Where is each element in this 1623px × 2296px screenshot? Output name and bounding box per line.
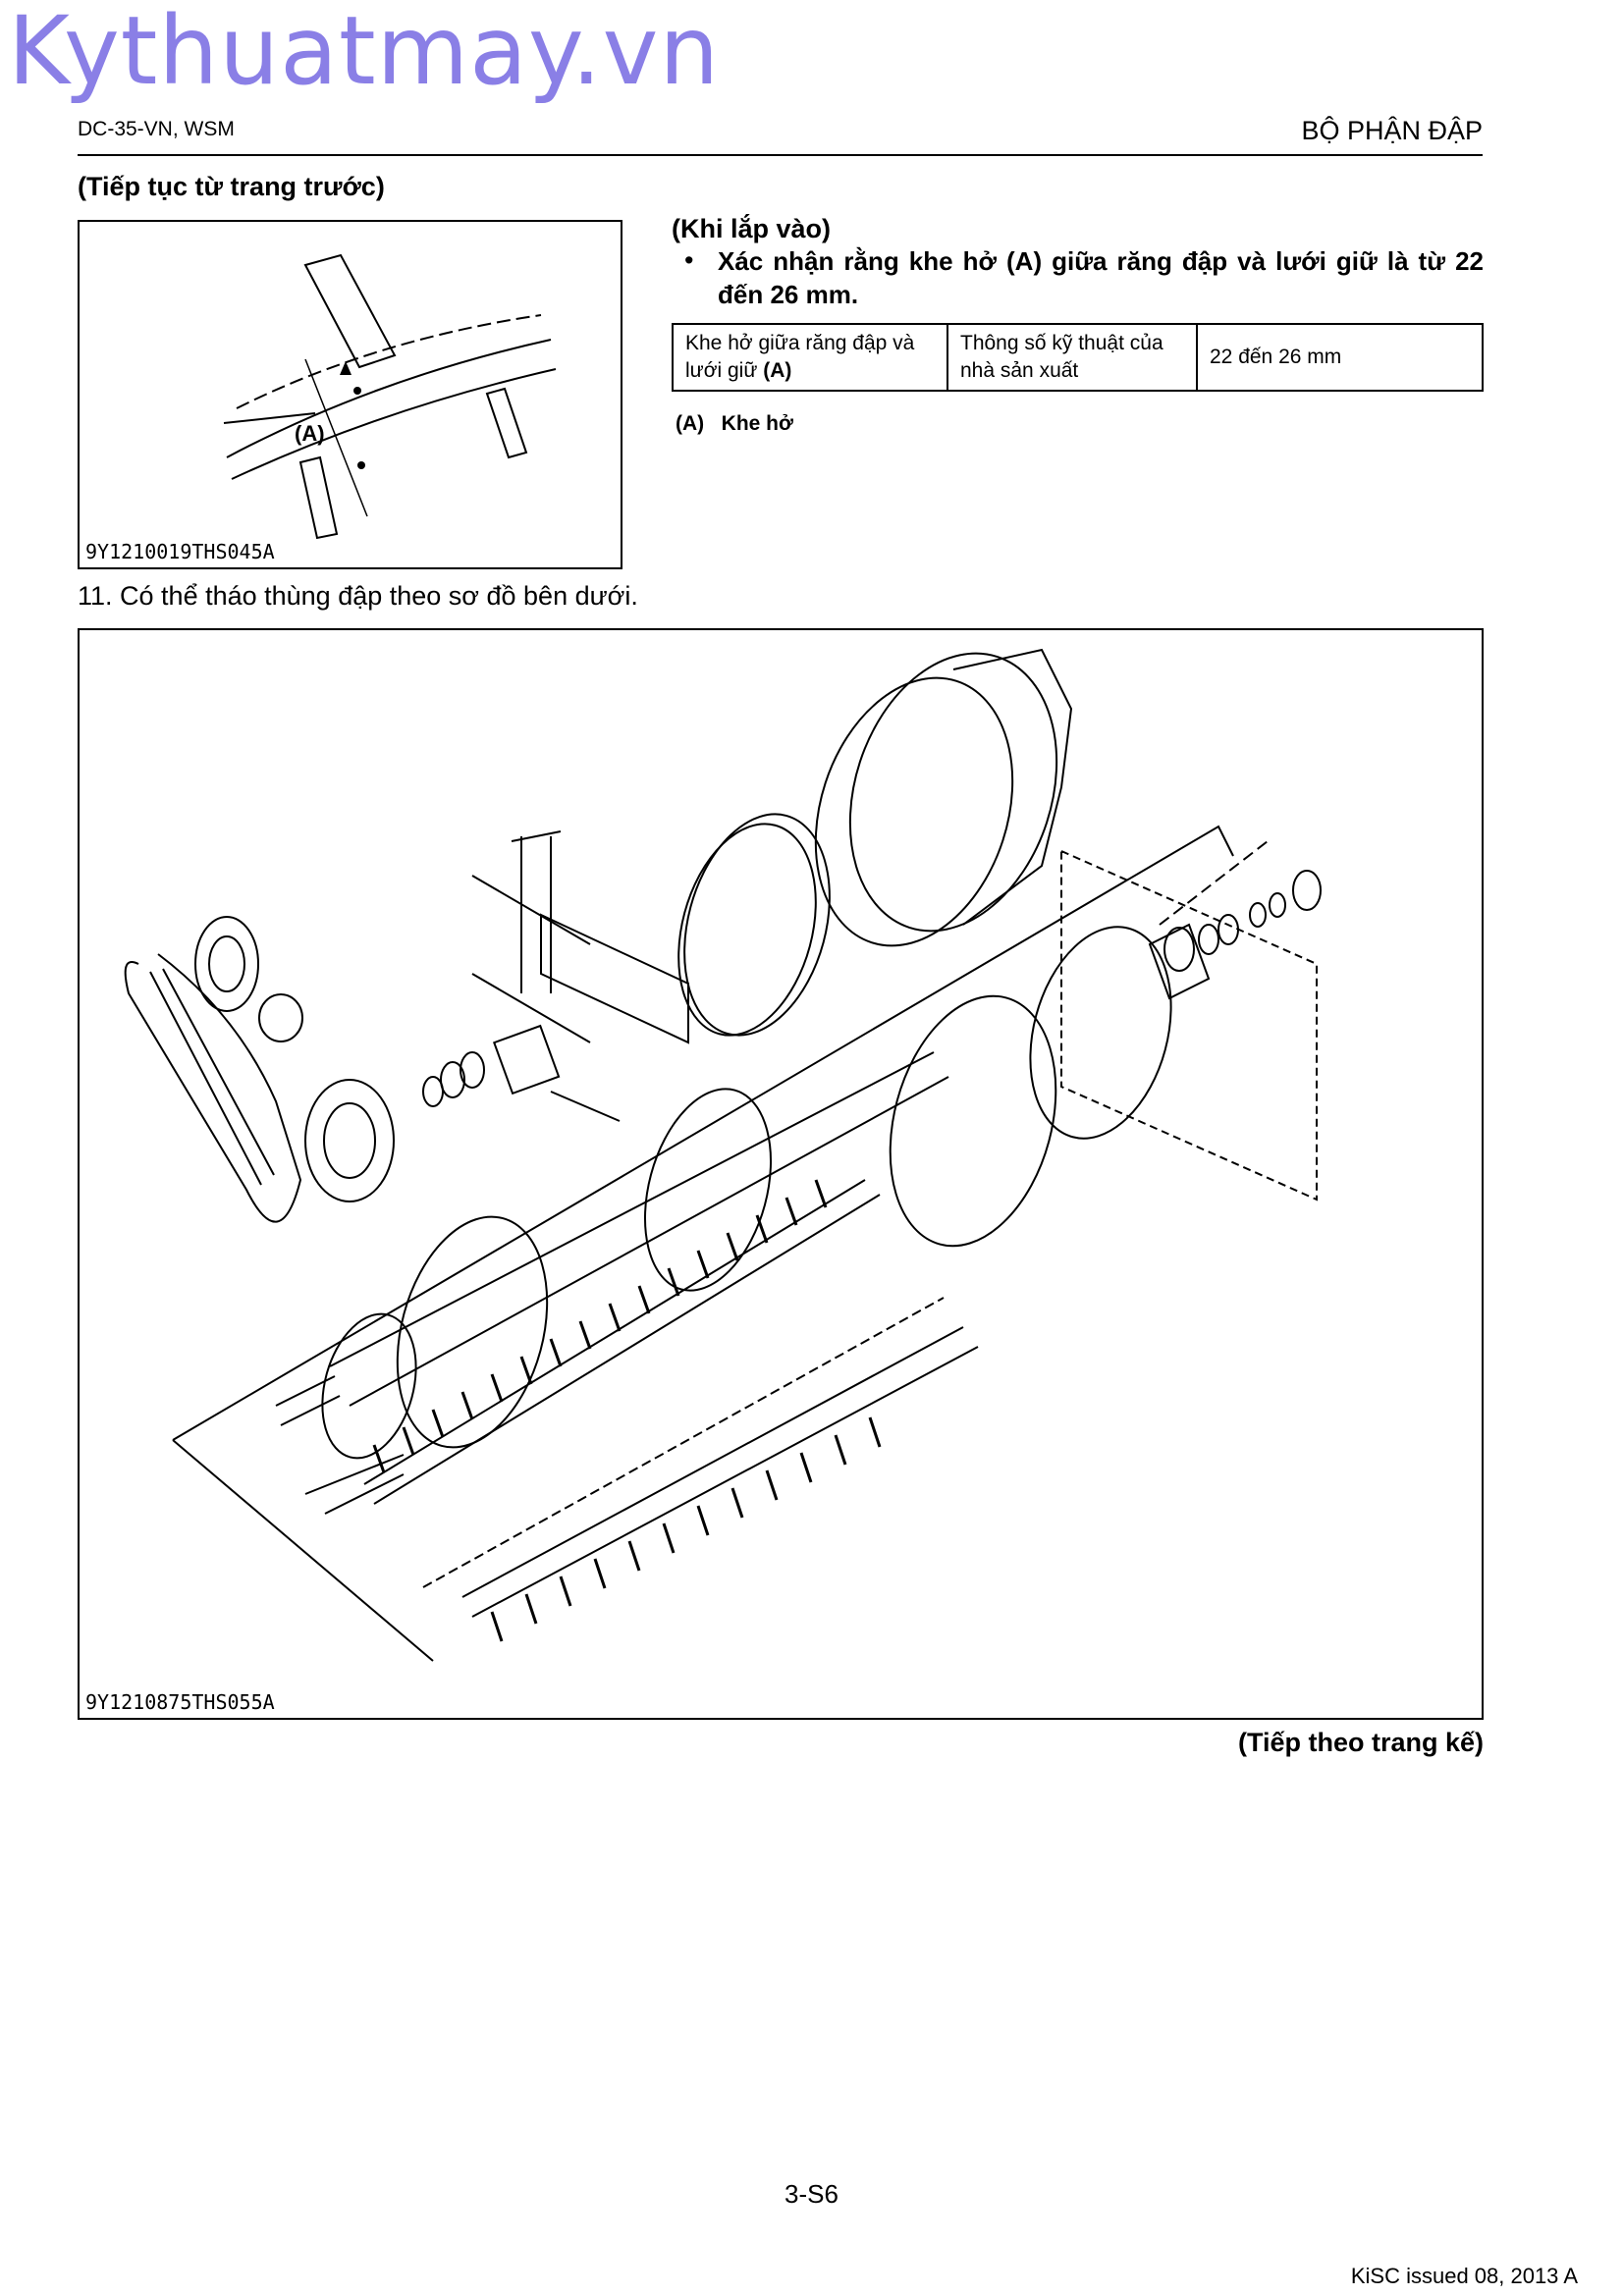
spec-type-cell: Thông số kỹ thuật của nhà sản xuất	[947, 323, 1198, 392]
header-rule	[78, 154, 1483, 156]
legend-a: (A) Khe hở	[676, 412, 793, 435]
spec-item-cell: Khe hở giữa răng đập và lưới giữ (A)	[672, 323, 948, 392]
bullet-symbol: •	[684, 245, 694, 275]
header-section-title: BỘ PHẬN ĐẬP	[1301, 116, 1483, 145]
install-instruction: Xác nhận rằng khe hở (A) giữa răng đập v…	[718, 246, 1484, 309]
continued-from-previous: (Tiếp tục từ trang trước)	[78, 172, 385, 201]
figure-code-2: 9Y1210875THS055A	[85, 1690, 275, 1714]
step-11: 11. Có thể tháo thùng đập theo sơ đồ bên…	[78, 581, 638, 611]
page-number: 3-S6	[784, 2179, 839, 2209]
figure-exploded-thresher: 9Y1210875THS055A	[78, 628, 1484, 1720]
continued-next-page: (Tiếp theo trang kế)	[1237, 1728, 1484, 1757]
spec-item-ref: (A)	[763, 359, 792, 382]
spec-value-cell: 22 đến 26 mm	[1196, 323, 1484, 392]
figure-code-1: 9Y1210019THS045A	[85, 540, 275, 563]
label-a: (A)	[295, 421, 325, 446]
watermark-logo: Kythuatmay.vn	[8, 0, 721, 106]
header-model: DC-35-VN, WSM	[78, 118, 235, 140]
spec-item-text: Khe hở giữa răng đập và lưới giữ	[685, 332, 915, 382]
spec-table: Khe hở giữa răng đập và lưới giữ (A) Thô…	[672, 323, 1484, 392]
issued-note: KiSC issued 08, 2013 A	[1350, 2264, 1578, 2288]
install-heading: (Khi lắp vào)	[672, 214, 832, 243]
clearance-diagram	[223, 253, 557, 540]
table-row: Khe hở giữa răng đập và lưới giữ (A) Thô…	[672, 323, 1484, 392]
figure-clearance: (A) 9Y1210019THS045A	[78, 220, 622, 569]
exploded-diagram	[124, 648, 1322, 1662]
